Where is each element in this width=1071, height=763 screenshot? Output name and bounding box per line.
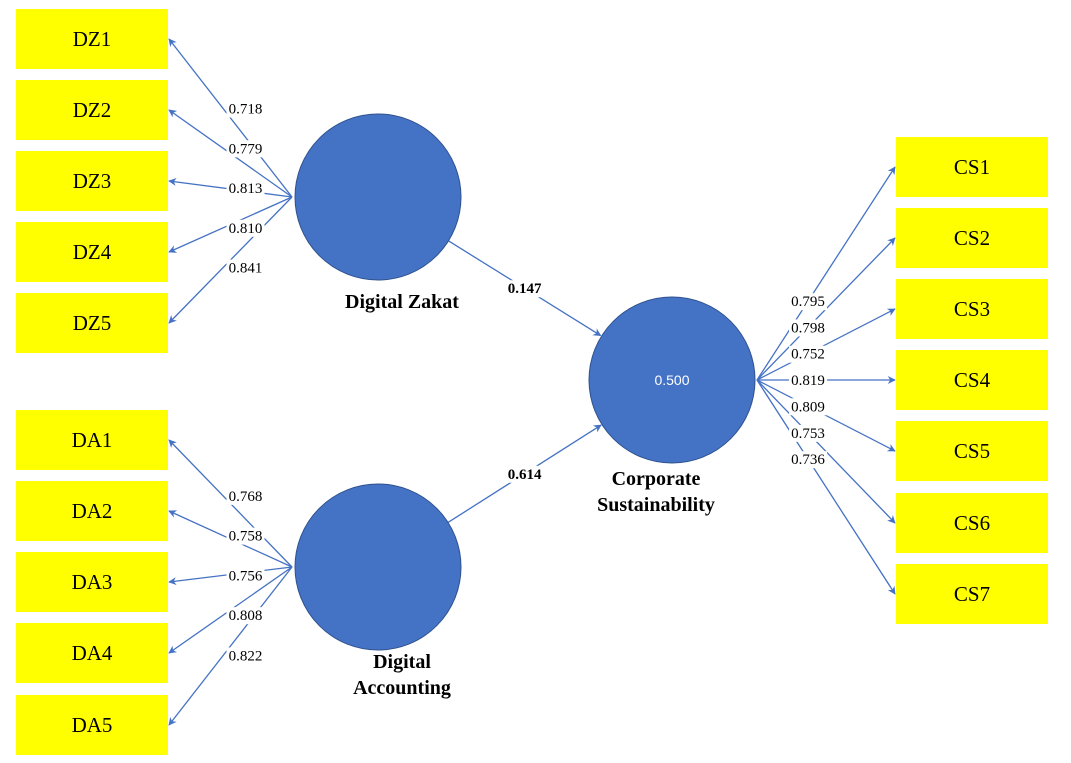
loading-value-dz2: 0.779 (229, 141, 263, 157)
path-coef-bg-dz-cs (504, 280, 545, 298)
loading-arrow-cs7 (756, 379, 896, 595)
indicator-box-da3 (16, 552, 168, 612)
latent-circle-da (294, 483, 462, 651)
latent-name-da-line1: Digital (373, 651, 431, 673)
latent-name-da-line2: Accounting (353, 677, 451, 699)
indicator-label-dz1: DZ1 (73, 27, 112, 51)
indicator-label-dz3: DZ3 (73, 169, 112, 193)
indicator-box-cs6 (896, 493, 1048, 553)
loading-value-cs6: 0.753 (791, 426, 825, 442)
indicator-box-cs1 (896, 137, 1048, 197)
loading-label-bg-da3 (226, 567, 265, 585)
indicator-box-cs3 (896, 279, 1048, 339)
loading-value-da5: 0.822 (229, 648, 263, 664)
loading-label-bg-cs5 (789, 398, 828, 416)
indicator-label-dz5: DZ5 (73, 311, 112, 335)
indicator-label-cs2: CS2 (954, 226, 990, 250)
indicator-box-da2 (16, 481, 168, 541)
loading-label-bg-cs1 (789, 293, 828, 311)
indicator-box-cs5 (896, 421, 1048, 481)
indicator-label-dz2: DZ2 (73, 98, 112, 122)
indicator-label-cs3: CS3 (954, 297, 990, 321)
latent-name-dz-line1: Digital Zakat (345, 291, 459, 313)
loading-value-cs2: 0.798 (791, 320, 825, 336)
indicator-label-cs6: CS6 (954, 511, 990, 535)
loading-arrow-da5 (168, 566, 293, 726)
loading-value-cs1: 0.795 (791, 294, 825, 310)
loading-label-bg-cs7 (789, 451, 828, 469)
loading-arrow-dz1 (168, 38, 293, 198)
r-squared-cs: 0.500 (654, 372, 689, 388)
indicator-label-cs7: CS7 (954, 582, 990, 606)
path-coefficient-da-cs: 0.614 (508, 467, 542, 483)
indicator-box-dz2 (16, 80, 168, 140)
loading-label-bg-cs4 (789, 372, 828, 389)
indicator-label-cs4: CS4 (954, 368, 991, 392)
loading-value-da1: 0.768 (229, 489, 263, 505)
loading-value-dz3: 0.813 (229, 181, 263, 197)
loading-value-dz4: 0.810 (229, 221, 263, 237)
path-coefficient-dz-cs: 0.147 (508, 281, 542, 297)
indicator-box-dz1 (16, 9, 168, 69)
indicator-box-dz4 (16, 222, 168, 282)
indicator-box-cs4 (896, 350, 1048, 410)
indicator-box-dz5 (16, 293, 168, 353)
loading-value-da3: 0.756 (229, 568, 263, 584)
indicator-label-dz4: DZ4 (73, 240, 112, 264)
loading-arrow-cs1 (756, 166, 896, 381)
indicator-box-da5 (16, 695, 168, 755)
loading-value-cs4: 0.819 (791, 373, 825, 389)
loading-label-bg-cs3 (789, 345, 828, 363)
loading-value-cs5: 0.809 (791, 399, 825, 415)
loading-label-bg-da1 (226, 487, 265, 505)
latent-circle-cs (588, 296, 756, 464)
loading-arrow-cs5 (756, 379, 896, 452)
indicator-label-cs5: CS5 (954, 439, 990, 463)
indicator-box-dz3 (16, 151, 168, 211)
indicator-box-cs2 (896, 208, 1048, 268)
indicator-label-da4: DA4 (72, 641, 113, 665)
loading-label-bg-dz2 (226, 140, 265, 158)
indicator-label-da1: DA1 (72, 428, 113, 452)
loading-label-bg-dz5 (226, 259, 265, 277)
loading-label-bg-cs2 (789, 319, 828, 337)
loading-label-bg-da5 (226, 647, 265, 665)
latent-name-cs-line1: Corporate (612, 468, 701, 490)
indicator-label-da3: DA3 (72, 570, 113, 594)
loading-arrow-cs3 (756, 308, 896, 381)
loading-label-bg-da4 (226, 607, 265, 625)
loading-value-da2: 0.758 (229, 529, 263, 545)
latent-name-cs-line2: Sustainability (597, 494, 715, 516)
loading-label-bg-dz4 (226, 219, 265, 237)
loading-value-dz1: 0.718 (229, 102, 263, 118)
loading-value-da4: 0.808 (229, 608, 263, 624)
loading-label-bg-cs6 (789, 424, 828, 442)
indicator-box-cs7 (896, 564, 1048, 624)
loading-label-bg-dz3 (226, 180, 265, 198)
latent-circle-dz (294, 113, 462, 281)
loading-value-dz5: 0.841 (229, 261, 263, 277)
loading-label-bg-dz1 (226, 100, 265, 118)
loading-label-bg-da2 (226, 527, 265, 545)
path-coef-bg-da-cs (504, 465, 545, 483)
indicator-box-da1 (16, 410, 168, 470)
indicator-label-cs1: CS1 (954, 155, 990, 179)
loading-value-cs7: 0.736 (791, 452, 825, 468)
indicator-label-da5: DA5 (72, 713, 113, 737)
indicator-label-da2: DA2 (72, 499, 113, 523)
loading-value-cs3: 0.752 (791, 347, 825, 363)
indicator-box-da4 (16, 623, 168, 683)
